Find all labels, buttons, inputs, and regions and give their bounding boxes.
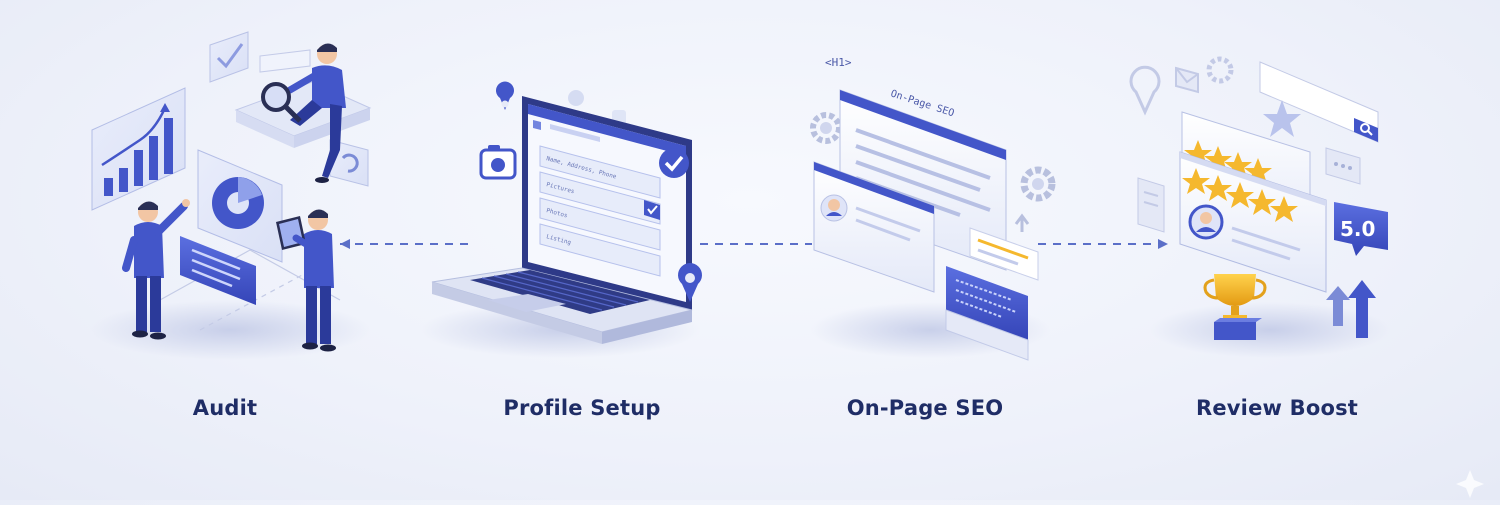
step-label-audit: Audit — [192, 396, 258, 420]
reviewer-avatar-icon — [1188, 204, 1224, 240]
map-pin-icon — [496, 81, 515, 110]
document-icon — [1137, 177, 1165, 233]
map-pin-icon-2 — [678, 263, 702, 302]
list-card-icon — [180, 236, 256, 305]
person-pointing — [122, 199, 190, 340]
profile-setup-illustration: Name, Address, Phone Pictures Photos Lis… — [420, 81, 702, 358]
gear-icon — [810, 112, 842, 144]
review-boost-illustration: 5.0 — [1129, 56, 1390, 358]
person-with-magnifier — [261, 43, 346, 183]
pie-chart-icon — [197, 149, 283, 263]
refresh-icon — [329, 139, 369, 187]
map-pin-icon-3 — [1129, 65, 1161, 116]
rating-value: 5.0 — [1340, 217, 1375, 241]
step-label-onpage-seo: On-Page SEO — [846, 396, 1004, 420]
audit-illustration — [90, 31, 372, 360]
keyboard — [470, 270, 650, 314]
camera-icon — [479, 145, 517, 180]
rating-badge: 5.0 — [1334, 202, 1388, 256]
trophy-icon — [1203, 274, 1267, 340]
avatar-icon — [820, 194, 848, 222]
search-bar — [1259, 61, 1379, 143]
gear-icon-2 — [1020, 166, 1056, 202]
growth-chart-icon — [91, 87, 186, 211]
check-card-icon — [209, 31, 249, 83]
mail-icon — [1175, 66, 1199, 94]
person-with-tablet — [276, 209, 336, 352]
step-label-review-boost: Review Boost — [1195, 396, 1359, 420]
connector-audit-profile — [340, 239, 468, 249]
h1-tag: <H1> — [825, 56, 852, 69]
front-star-row — [1182, 168, 1298, 222]
growth-arrows-icon — [1326, 280, 1376, 338]
verified-check-icon — [659, 148, 689, 178]
step-label-profile-setup: Profile Setup — [503, 396, 661, 420]
connector-onpage-review — [1038, 239, 1168, 249]
chat-icon — [1325, 147, 1361, 185]
star-outline-icon — [1263, 100, 1301, 137]
onpage-seo-illustration: <H1> On-Page SEO — [810, 56, 1056, 361]
gear-icon-3 — [1206, 56, 1234, 84]
